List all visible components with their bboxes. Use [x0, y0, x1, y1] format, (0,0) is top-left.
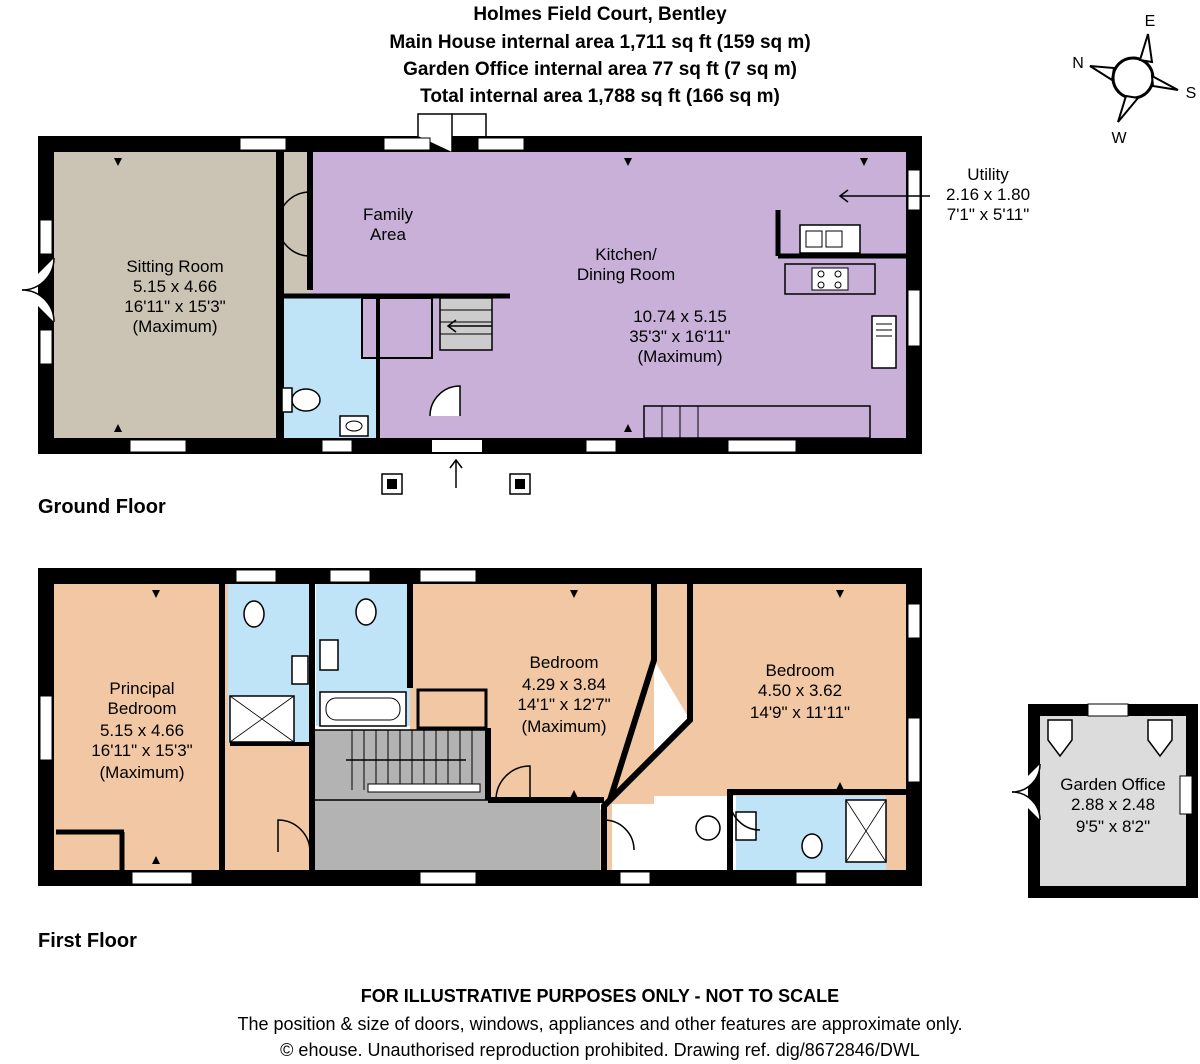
main-house-area: Main House internal area 1,711 sq ft (15…	[389, 32, 811, 53]
principal-note: (Maximum)	[100, 763, 185, 782]
bedroom-three-metric: 4.50 x 3.62	[758, 681, 842, 700]
compass-west: W	[1111, 130, 1127, 147]
ground-staircase	[439, 297, 493, 351]
kitchen-metric: 10.74 x 5.15	[633, 307, 727, 326]
bedroom-two-name: Bedroom	[530, 653, 599, 672]
principal-metric: 5.15 x 4.66	[100, 721, 184, 740]
first-floor-plan: Principal Bedroom 5.15 x 4.66 16'11" x 1…	[38, 568, 922, 886]
kitchen-line2: Dining Room	[577, 265, 675, 284]
sitting-room-name: Sitting Room	[126, 257, 223, 276]
compass-east: E	[1145, 13, 1156, 30]
compass-north: N	[1072, 55, 1084, 72]
garden-office-name: Garden Office	[1060, 775, 1166, 794]
approximate-note: The position & size of doors, windows, a…	[237, 1014, 963, 1034]
compass-south: S	[1186, 85, 1197, 102]
kitchen-note: (Maximum)	[638, 347, 723, 366]
family-area-line2: Area	[370, 225, 406, 244]
utility-imperial: 7'1" x 5'11"	[947, 205, 1030, 224]
sitting-room-metric: 5.15 x 4.66	[133, 277, 217, 296]
ground-floor-label: Ground Floor	[38, 496, 166, 518]
bedroom-two-imperial: 14'1" x 12'7"	[517, 695, 610, 714]
ground-floor-plan: Sitting Room 5.15 x 4.66 16'11" x 15'3" …	[21, 113, 1030, 495]
bedroom-two-note: (Maximum)	[522, 717, 607, 736]
compass-icon: E N S W	[1072, 13, 1196, 147]
garden-office-area: Garden Office internal area 77 sq ft (7 …	[403, 59, 797, 80]
kitchen-imperial: 35'3" x 16'11"	[629, 327, 730, 346]
principal-line1: Principal	[109, 679, 174, 698]
utility-metric: 2.16 x 1.80	[946, 185, 1030, 204]
garden-office-plan: Garden Office 2.88 x 2.48 9'5" x 8'2"	[1011, 703, 1198, 898]
garden-office-metric: 2.88 x 2.48	[1071, 795, 1155, 814]
principal-imperial: 16'11" x 15'3"	[91, 741, 192, 760]
landing	[310, 800, 600, 870]
total-area: Total internal area 1,788 sq ft (166 sq …	[420, 86, 780, 107]
disclaimer: FOR ILLUSTRATIVE PURPOSES ONLY - NOT TO …	[360, 986, 840, 1006]
sitting-room-note: (Maximum)	[133, 317, 218, 336]
copyright: © ehouse. Unauthorised reproduction proh…	[280, 1040, 920, 1060]
bedroom-two-metric: 4.29 x 3.84	[522, 675, 606, 694]
sitting-room-imperial: 16'11" x 15'3"	[124, 297, 225, 316]
utility-name: Utility	[967, 165, 1009, 184]
bedroom-three-imperial: 14'9" x 11'11"	[750, 703, 850, 722]
garden-office-imperial: 9'5" x 8'2"	[1076, 817, 1150, 836]
property-title: Holmes Field Court, Bentley	[473, 4, 727, 25]
bedroom-three-name: Bedroom	[766, 661, 835, 680]
family-area-line1: Family	[363, 205, 414, 224]
principal-line2: Bedroom	[108, 699, 177, 718]
sitting-room	[54, 152, 310, 438]
kitchen-line1: Kitchen/	[595, 245, 657, 264]
first-floor-label: First Floor	[38, 930, 137, 952]
